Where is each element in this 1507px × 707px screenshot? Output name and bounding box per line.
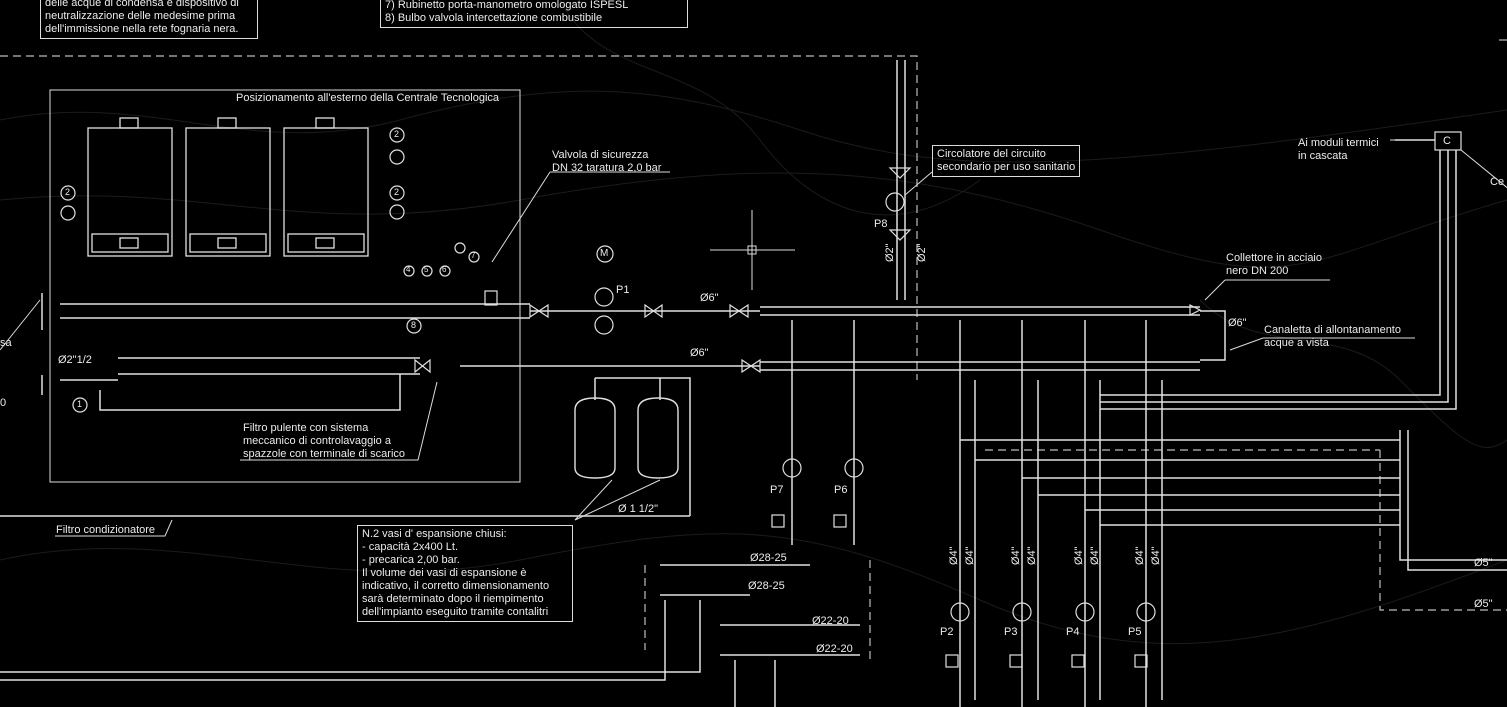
note-box-top-left: delle acque di condensa e dispositivo di… [40, 0, 258, 39]
diameter-label: Ø5" [1474, 557, 1493, 569]
diameter-label: Ø4" [1010, 546, 1022, 565]
centrale-boundary [49, 89, 521, 483]
circolatore-line1: Circolatore del circuito [937, 148, 1046, 160]
collettore-label-line2: nero DN 200 [1226, 265, 1289, 277]
vasi-line: N.2 vasi d' espansione chiusi: [362, 528, 507, 540]
marker-1: 1 [77, 399, 83, 409]
vasi-line: - precarica 2,00 bar. [362, 554, 460, 566]
circolatore-line2: secondario per uso sanitario [937, 161, 1076, 173]
note-box-top-center: 7) Rubinetto porta-manometro omologato I… [380, 0, 688, 28]
pump-label: P6 [834, 484, 848, 496]
canaletta-label-line2: acque a vista [1264, 337, 1329, 349]
note-line: dell'immissione nella rete fognaria nera… [45, 23, 239, 35]
pump-label: P7 [770, 484, 784, 496]
note-line: neutralizzazione delle medesime prima [45, 10, 236, 22]
collettore-label-line1: Collettore in acciaio [1226, 252, 1322, 264]
diameter-label: Ø28-25 [750, 552, 787, 564]
marker-4: 4 [406, 265, 411, 274]
marker-2: 2 [394, 187, 400, 197]
main-pipes [0, 60, 1507, 707]
valvola-label-line1: Valvola di sicurezza [552, 149, 649, 161]
marker-2: 2 [394, 129, 400, 139]
diameter-label: Ø6" [700, 292, 719, 304]
diameter-label: Ø22-20 [812, 615, 849, 627]
pump-label: P2 [940, 626, 954, 638]
marker-8: 8 [411, 320, 417, 330]
diameter-label: Ø4" [1026, 546, 1038, 565]
moduli-label-line2: in cascata [1298, 150, 1348, 162]
diameter-label: Ø2" [916, 243, 928, 262]
note-line: delle acque di condensa e dispositivo di [45, 0, 239, 9]
diameter-label: Ø28-25 [748, 580, 785, 592]
note-line: 8) Bulbo valvola intercettazione combust… [385, 12, 603, 24]
diameter-label: Ø4" [1134, 546, 1146, 565]
pump-symbols [60, 127, 1462, 668]
left-edge-label-zero: 0 [0, 397, 7, 409]
filtro-condizionatore-label: Filtro condizionatore [56, 524, 156, 536]
valvola-label-line2: DN 32 taratura 2,0 bar [552, 162, 662, 174]
vasi-line: dell'impianto eseguito tramite contalitr… [362, 606, 549, 618]
diameter-label: Ø 1 1/2" [618, 503, 658, 515]
circolatore-box: Circolatore del circuito secondario per … [932, 145, 1081, 177]
diameter-label: Ø22-20 [816, 643, 853, 655]
vasi-line: sarà determinato dopo il riempimento [362, 593, 544, 605]
background-contours [0, 0, 1507, 645]
pump-label: P4 [1066, 626, 1080, 638]
dashed-boundaries [0, 39, 1507, 660]
crosshair [710, 210, 795, 290]
pump-label: P1 [616, 284, 630, 296]
marker-5: 5 [424, 265, 429, 274]
filtro-label-line1: Filtro pulente con sistema [243, 422, 369, 434]
ce-label: Ce [1490, 176, 1505, 188]
marker-6: 6 [442, 265, 447, 274]
marker-2: 2 [65, 187, 71, 197]
vasi-line: - capacità 2x400 Lt. [362, 541, 459, 553]
moduli-label-line1: Ai moduli termici [1298, 137, 1379, 149]
c-box-label: C [1443, 135, 1451, 147]
diameter-label: Ø2" [884, 243, 896, 262]
diameter-label: Ø6" [690, 347, 709, 359]
valves [414, 167, 1202, 374]
leader-lines [0, 139, 1507, 537]
left-edge-label-sa: sa [0, 337, 12, 349]
diameter-label: Ø2"1/2 [58, 354, 92, 366]
vasi-note-box: N.2 vasi d' espansione chiusi: - capacit… [357, 525, 573, 622]
pump-label: P3 [1004, 626, 1018, 638]
marker-7: 7 [471, 251, 476, 260]
diameter-label: Ø4" [1073, 546, 1085, 565]
filtro-label-line2: meccanico di controlavaggio a [243, 435, 391, 447]
canaletta-label-line1: Canaletta di allontanamento [1264, 324, 1401, 336]
pump-label: P8 [874, 218, 888, 230]
vasi-line: Il volume dei vasi di espansione è [362, 567, 527, 579]
note-line: 7) Rubinetto porta-manometro omologato I… [385, 0, 629, 11]
diameter-label: Ø4" [964, 546, 976, 565]
pump-label: P5 [1128, 626, 1142, 638]
centrale-label: Posizionamento all'esterno della Central… [236, 92, 500, 104]
diameter-label: Ø4" [1150, 546, 1162, 565]
expansion-vessels [574, 397, 679, 479]
motor-label: M [600, 248, 609, 259]
diameter-label: Ø4" [1089, 546, 1101, 565]
vasi-line: indicativo, il corretto dimensionamento [362, 580, 550, 592]
boiler-group [87, 117, 369, 257]
diameter-label: Ø4" [948, 546, 960, 565]
diameter-label: Ø5" [1474, 598, 1493, 610]
filtro-label-line3: spazzole con terminale di scarico [243, 448, 406, 460]
diameter-label: Ø6" [1228, 317, 1247, 329]
